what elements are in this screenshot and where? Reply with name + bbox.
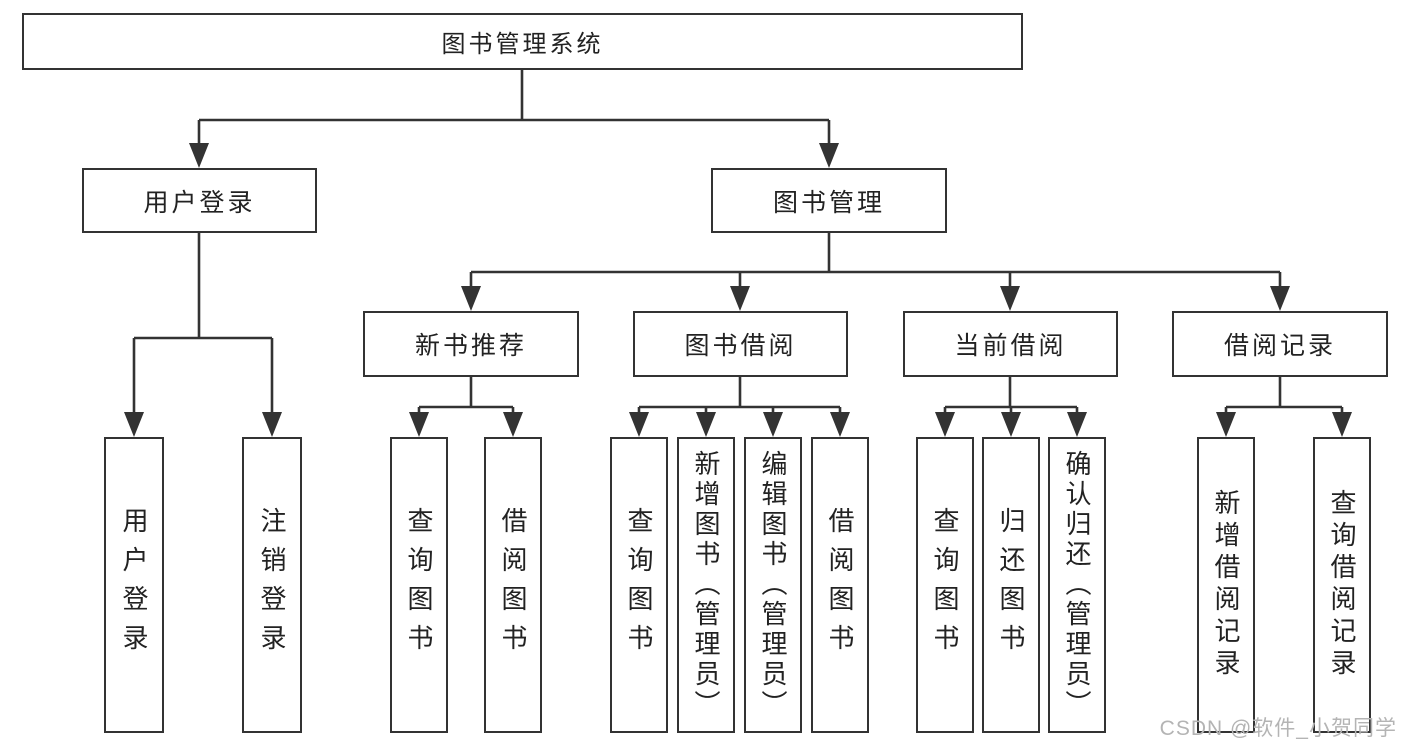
leaf-query-books-recommend: 查询图书 — [390, 437, 448, 733]
node-label: 新增图书（管理员） — [691, 450, 721, 720]
leaf-add-borrow-record: 新增借阅记录 — [1197, 437, 1255, 733]
node-label: 借阅图书 — [498, 507, 528, 663]
node-label: 确认归还（管理员） — [1062, 450, 1092, 720]
node-library-management-system: 图书管理系统 — [22, 13, 1023, 70]
node-label: 新书推荐 — [414, 332, 527, 360]
node-label: 当前借阅 — [954, 332, 1067, 360]
node-label: 用户登录 — [143, 188, 256, 217]
arrowheads — [124, 143, 1352, 437]
leaf-return-book: 归还图书 — [982, 437, 1040, 733]
node-current-borrowing: 当前借阅 — [903, 311, 1118, 377]
node-label: 注销登录 — [257, 507, 287, 663]
node-label: 借阅记录 — [1223, 332, 1336, 360]
node-label: 图书管理系统 — [441, 31, 604, 58]
node-label: 借阅图书 — [825, 507, 855, 663]
node-label: 归还图书 — [996, 507, 1026, 663]
leaf-user-login: 用户登录 — [104, 437, 164, 733]
node-label: 查询图书 — [404, 507, 434, 663]
node-user-login: 用户登录 — [82, 168, 317, 233]
node-label: 查询借阅记录 — [1327, 489, 1357, 681]
node-new-book-recommend: 新书推荐 — [363, 311, 579, 377]
leaf-edit-book-admin: 编辑图书（管理员） — [744, 437, 802, 733]
leaf-add-book-admin: 新增图书（管理员） — [677, 437, 735, 733]
leaf-query-borrow-record: 查询借阅记录 — [1313, 437, 1371, 733]
node-label: 图书管理 — [772, 188, 885, 217]
node-label: 用户登录 — [119, 507, 149, 663]
node-label: 查询图书 — [930, 507, 960, 663]
node-book-management: 图书管理 — [711, 168, 947, 233]
csdn-watermark: CSDN @软件_小贺同学 — [1159, 717, 1397, 740]
node-borrow-records: 借阅记录 — [1172, 311, 1388, 377]
leaf-borrow-books-recommend: 借阅图书 — [484, 437, 542, 733]
node-book-borrowing: 图书借阅 — [633, 311, 848, 377]
node-label: 编辑图书（管理员） — [758, 450, 788, 720]
leaf-logout: 注销登录 — [242, 437, 302, 733]
leaf-confirm-return-admin: 确认归还（管理员） — [1048, 437, 1106, 733]
leaf-query-books-borrowing: 查询图书 — [610, 437, 668, 733]
node-label: 图书借阅 — [684, 332, 797, 360]
leaf-borrow-books: 借阅图书 — [811, 437, 869, 733]
leaf-query-books-current: 查询图书 — [916, 437, 974, 733]
node-label: 查询图书 — [624, 507, 654, 663]
node-label: 新增借阅记录 — [1211, 489, 1241, 681]
